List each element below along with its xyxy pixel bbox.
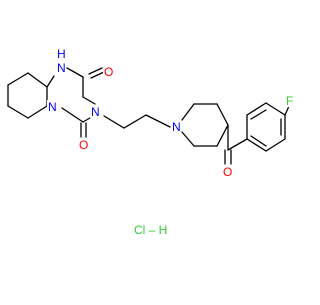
bond (7, 105, 29, 119)
bond (265, 102, 286, 116)
bond (88, 67, 103, 75)
bond (46, 75, 55, 88)
bond (103, 115, 125, 129)
bond (123, 114, 147, 129)
atom-label-carbonyl-oxygen-top: O (104, 65, 113, 79)
bond (66, 67, 84, 78)
bond (27, 105, 48, 119)
bond (82, 96, 96, 105)
atom-label-imide-nitrogen: N (91, 105, 100, 119)
structure-canvas: H N O N N O N O F Cl – H (7, 47, 295, 237)
atom-label-piperidine-nitrogen: N (172, 120, 181, 134)
salt-label: Cl – H (134, 223, 167, 237)
atom-label-nh-nitrogen: N (57, 61, 66, 75)
bond (181, 103, 195, 121)
molecule-diagram: H N O N N O N O F Cl – H (7, 47, 295, 237)
bond (145, 114, 171, 128)
atom-label-fused-nitrogen: N (48, 100, 57, 114)
bond (181, 131, 195, 147)
bond (216, 103, 229, 126)
bond (61, 107, 84, 123)
bond (246, 102, 267, 116)
bond (284, 105, 290, 116)
bond (7, 72, 29, 86)
bond (216, 124, 229, 147)
bond (227, 138, 248, 151)
atom-labels: H N O N N O N O F (47, 47, 295, 179)
atom-label-nh-hydrogen: H (57, 47, 66, 61)
atom-label-ketone-oxygen: O (223, 165, 232, 179)
bond (27, 72, 48, 88)
bond (246, 138, 267, 152)
bond (250, 109, 267, 120)
atom-label-fluorine: F (286, 94, 293, 108)
bond (90, 71, 105, 79)
bonds (7, 67, 290, 165)
atom-label-carbonyl-oxygen-bottom: O (79, 138, 88, 152)
bond (250, 135, 267, 147)
bond (265, 138, 286, 152)
